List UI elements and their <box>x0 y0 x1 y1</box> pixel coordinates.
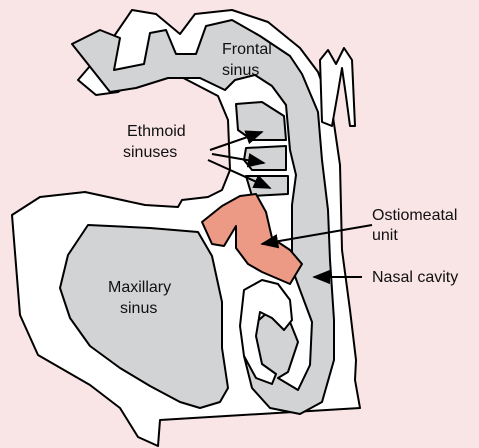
nasal-cavity-label: Nasal cavity <box>372 269 458 286</box>
maxillary-sinus-label-2: sinus <box>120 300 157 317</box>
ethmoid-sinuses-label-1: Ethmoid <box>127 123 186 140</box>
ostiomeatal-unit-label-2: unit <box>372 227 398 244</box>
ethmoid-cell-middle <box>244 146 286 170</box>
frontal-sinus-label-2: sinus <box>222 62 259 79</box>
ethmoid-sinuses-label-2: sinuses <box>123 144 177 161</box>
septum-flap <box>320 48 355 126</box>
maxillary-sinus-label-1: Maxillary <box>108 279 171 296</box>
frontal-sinus-label-1: Frontal <box>222 41 272 58</box>
ostiomeatal-unit-label-1: Ostiomeatal <box>372 207 457 224</box>
